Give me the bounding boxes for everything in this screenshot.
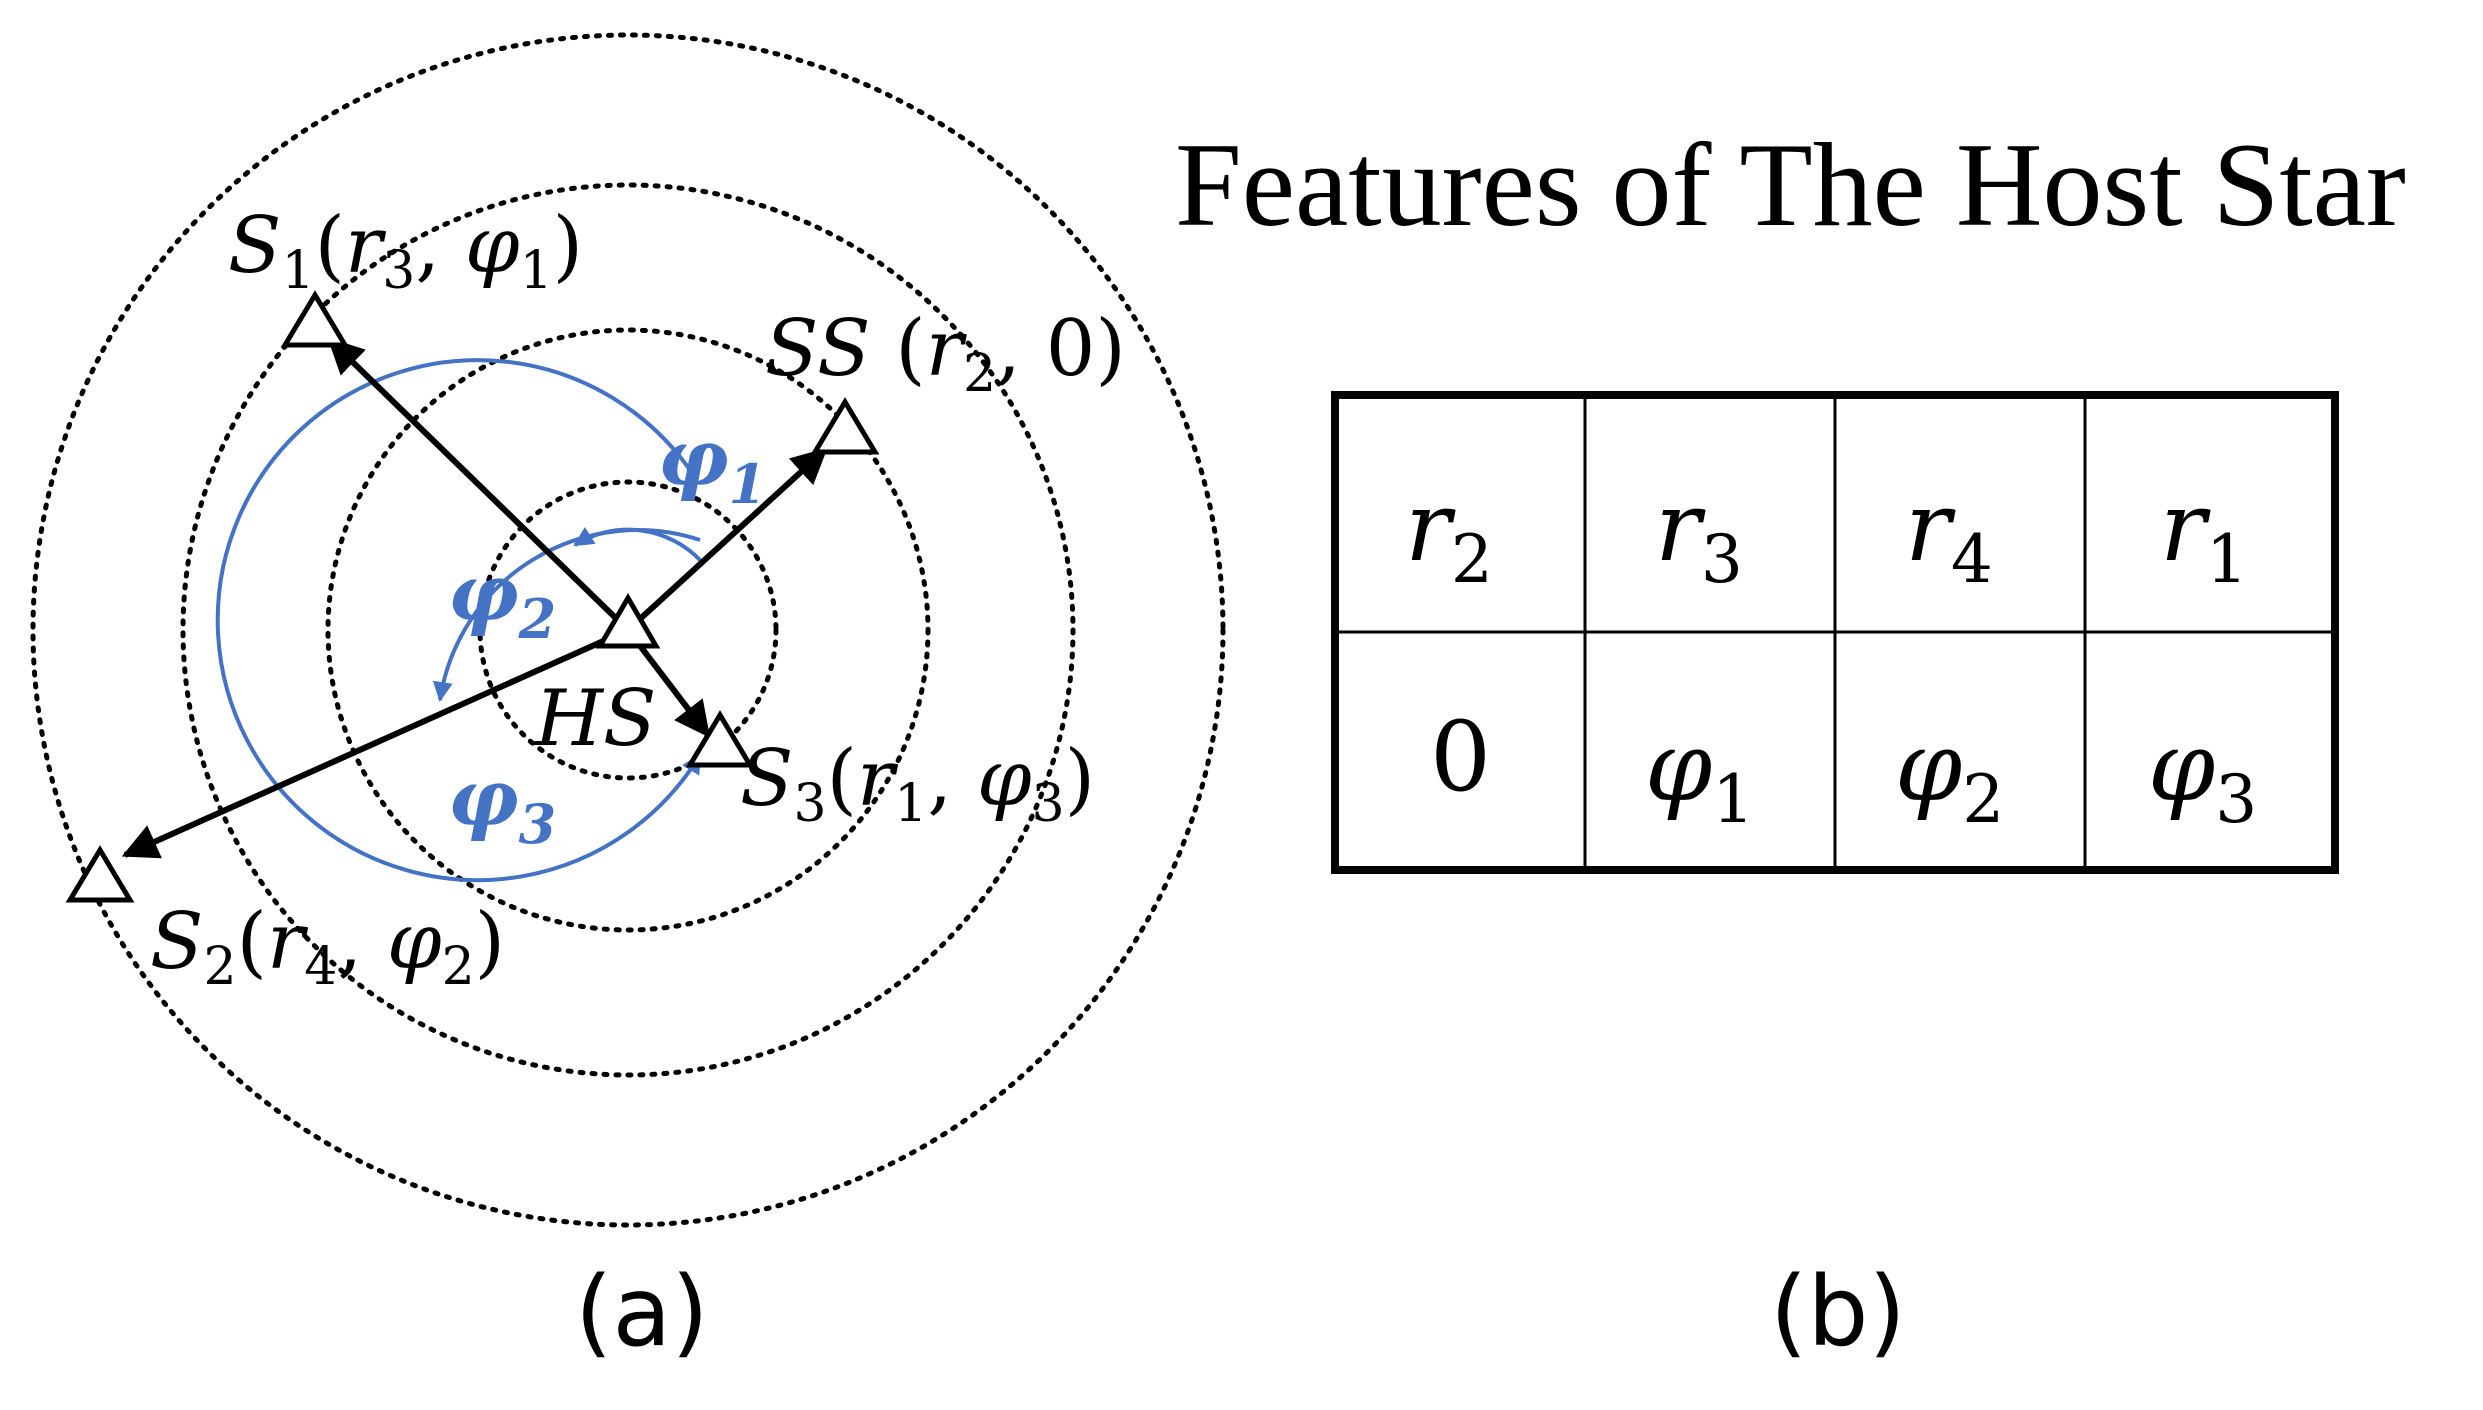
panel-b-caption: (b) [1770,1256,1906,1368]
table-cell-r1c4: r1 [2160,471,2248,598]
vector-to-s1 [327,337,631,633]
panel-b-title: Features of The Host Star [1175,118,2406,251]
star-vectors [121,337,828,859]
angle-arcs [215,358,702,883]
s3-star-label: S3(r1, φ3) [740,734,1095,834]
orbit-circle-r2 [325,327,931,933]
orbit-circle-r4 [30,32,1226,1228]
vector-to-ss [625,447,828,633]
vector-to-s2 [121,627,630,859]
table-cell-r2c2: φ1 [1645,711,1754,838]
table-cell-r1c1: r2 [1405,471,1493,598]
table-cell-r2c1: 0 [1430,701,1491,813]
angle-label-phi2: φ2 [448,548,556,651]
orbit-circle-r1 [477,479,779,781]
table-cell-r2c3: φ2 [1895,711,2004,838]
star-markers [65,290,880,903]
orbit-circle-r3 [180,182,1076,1078]
s1-star-label: S1(r3, φ1) [228,201,583,301]
angle-arc-phi2 [432,528,701,702]
host-star-label: HS [533,674,656,764]
s2-star-marker [65,845,135,903]
panel-a-diagram: φ1 φ2 φ3 HS SS (r2, 0) S1(r3, φ1) S2(r4,… [30,32,1226,1368]
table-cell-r2c4: φ3 [2148,711,2257,838]
angle-label-phi1: φ1 [658,413,766,516]
s1-star-marker [280,290,350,348]
ss-star-marker [810,397,880,455]
table-cell-r1c2: r3 [1655,471,1743,598]
host-star-marker [595,593,661,649]
orbit-circles [30,32,1226,1228]
s2-star-label: S2(r4, φ2) [150,897,505,997]
ss-star-label: SS (r2, 0) [765,304,1126,404]
panel-a-caption: (a) [575,1256,709,1368]
panel-b-table: Features of The Host Star r2 r3 r4 r1 0 … [1175,118,2406,1368]
table-grid [1335,395,2335,870]
angle-arc-phi3 [215,358,702,883]
table-cell-r1c3: r4 [1905,471,1993,598]
s3-star-marker [685,710,755,768]
angle-label-phi3: φ3 [448,753,556,856]
